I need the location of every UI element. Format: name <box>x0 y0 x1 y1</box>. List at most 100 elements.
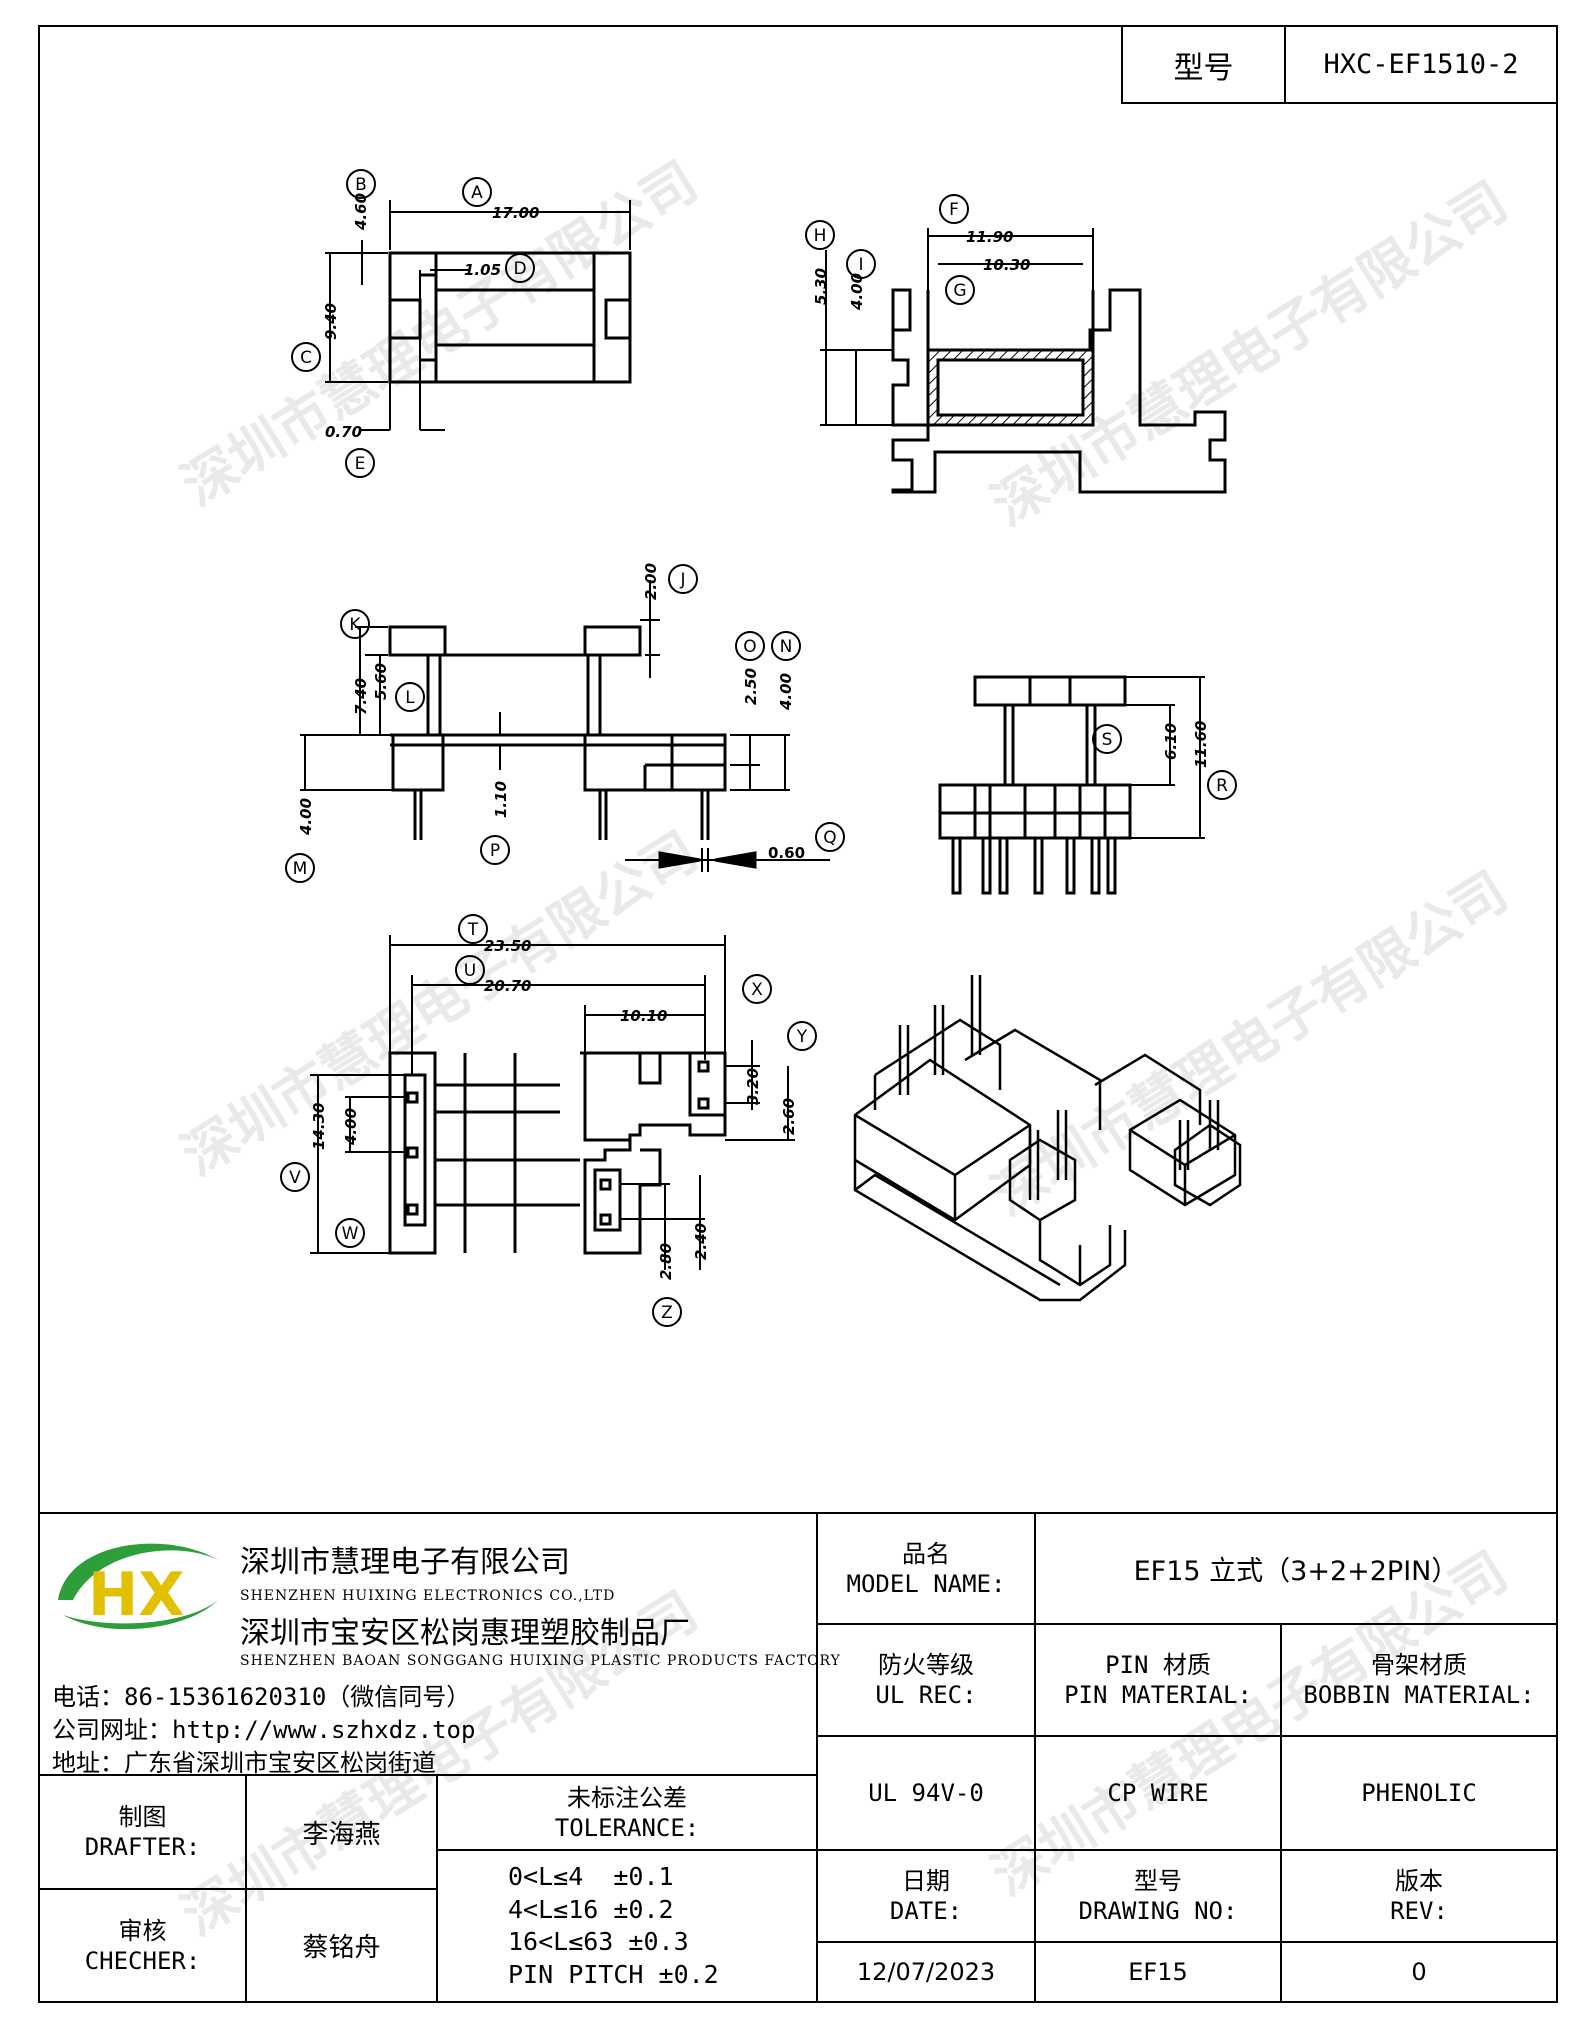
date-label-cn: 日期 <box>902 1867 950 1895</box>
date-label-en: DATE: <box>889 1897 963 1925</box>
dim-Y: 2.60 <box>780 1098 798 1135</box>
bobbin-value-cell: PHENOLIC <box>1280 1735 1558 1851</box>
svg-text:A: A <box>471 183 483 203</box>
dim-U: 20.70 <box>484 977 531 995</box>
model-name-value: EF15 立式（3+2+2PIN） <box>1133 1556 1459 1587</box>
top-view <box>325 200 632 431</box>
dim-I: 4.00 <box>848 273 866 311</box>
dim-D: 1.05 <box>464 261 501 279</box>
drawing-no-label-cn: 型号 <box>1134 1867 1182 1895</box>
header-model-value-cell: HXC-EF1510-2 <box>1284 25 1558 104</box>
svg-text:E: E <box>355 454 366 474</box>
tolerance-line: 0<L≤4 ±0.1 <box>508 1862 674 1891</box>
svg-text:V: V <box>289 1168 301 1188</box>
svg-text:M: M <box>293 859 308 879</box>
callout-circles <box>280 169 1237 1327</box>
date-value: 12/07/2023 <box>856 1958 996 1986</box>
svg-text:D: D <box>513 259 526 279</box>
svg-text:X: X <box>751 980 763 1000</box>
bottom-view <box>310 935 795 1270</box>
checker-value-cell: 蔡铭舟 <box>245 1888 438 2003</box>
pin-label-cell: PIN 材质 PIN MATERIAL: <box>1034 1623 1282 1737</box>
rev-value-cell: 0 <box>1280 1941 1558 2003</box>
dim-M: 4.00 <box>297 798 315 836</box>
svg-text:T: T <box>467 920 479 940</box>
dim-Z2: 2.40 <box>692 1223 710 1260</box>
company-phone: 电话：86-15361620310（微信同号） <box>52 1683 471 1711</box>
model-name-label-cn: 品名 <box>902 1539 950 1568</box>
tolerance-line: 4<L≤16 ±0.2 <box>508 1894 674 1924</box>
pin-value-cell: CP WIRE <box>1034 1735 1282 1851</box>
ul-label-en: UL REC: <box>875 1681 977 1709</box>
side-section-view <box>820 228 1227 494</box>
factory-name-en: SHENZHEN BAOAN SONGGANG HUIXING PLASTIC … <box>240 1653 841 1669</box>
checker-label-cell: 审核 CHECHER: <box>38 1888 247 2003</box>
company-logo: HX <box>58 1543 218 1630</box>
svg-text:J: J <box>679 570 685 590</box>
svg-text:Z: Z <box>661 1303 673 1323</box>
tolerance-label-cn: 未标注公差 <box>567 1783 687 1812</box>
company-website: 公司网址：http://www.szhxdz.top <box>52 1716 476 1744</box>
rev-value: 0 <box>1411 1958 1427 1986</box>
dim-X2: 10.10 <box>620 1007 667 1025</box>
drawing-no-label-cell: 型号 DRAWING NO: <box>1034 1849 1282 1943</box>
dim-O: 2.50 <box>742 668 760 705</box>
dim-S: 6.10 <box>1162 723 1180 760</box>
dim-V: 14.30 <box>310 1103 328 1150</box>
dim-E: 0.70 <box>325 423 362 441</box>
svg-text:U: U <box>464 961 476 981</box>
model-name-value-cell: EF15 立式（3+2+2PIN） <box>1034 1512 1558 1625</box>
callout-letters: A B C D E F G H I J K L M N O P Q R S T … <box>289 175 1228 1323</box>
dim-Z1: 2.80 <box>657 1243 675 1280</box>
company-address: 地址：广东省深圳市宝安区松岗街道 <box>52 1749 436 1777</box>
logo-text: HX <box>88 1560 184 1630</box>
drafter-label-cn: 制图 <box>118 1803 167 1831</box>
dim-X: 3.20 <box>744 1068 762 1105</box>
pin-label-cn: PIN 材质 <box>1105 1651 1211 1679</box>
drafter-value: 李海燕 <box>302 1819 381 1850</box>
header-model-label: 型号 <box>1173 50 1234 86</box>
dim-C: 9.40 <box>322 303 340 340</box>
tolerance-label-cell: 未标注公差 TOLERANCE: <box>436 1774 818 1851</box>
model-name-label-en: MODEL NAME: <box>846 1569 1006 1598</box>
rev-label-cell: 版本 REV: <box>1280 1849 1558 1943</box>
dim-P: 1.10 <box>492 781 510 818</box>
svg-text:P: P <box>490 841 500 861</box>
date-label-cell: 日期 DATE: <box>816 1849 1036 1943</box>
dim-Q: 0.60 <box>768 844 805 862</box>
svg-text:N: N <box>780 637 793 657</box>
pin-label-en: PIN MATERIAL: <box>1064 1681 1252 1709</box>
dim-R: 11.60 <box>1192 721 1210 768</box>
svg-text:H: H <box>814 226 827 246</box>
dim-B: 4.60 <box>352 193 370 231</box>
bobbin-label-cell: 骨架材质 BOBBIN MATERIAL: <box>1280 1623 1558 1737</box>
tolerance-values-cell: 0<L≤4 ±0.1 4<L≤16 ±0.2 16<L≤63 ±0.3 PIN … <box>436 1849 818 2003</box>
checker-label-en: CHECHER: <box>84 1946 201 1975</box>
svg-text:R: R <box>1216 776 1228 796</box>
factory-name-cn: 深圳市宝安区松岗惠理塑胶制品厂 <box>240 1616 690 1651</box>
dim-H: 5.30 <box>812 268 830 305</box>
svg-text:Q: Q <box>823 828 836 848</box>
ul-value: UL 94V-0 <box>868 1779 984 1807</box>
dim-K: 7.40 <box>352 678 370 715</box>
svg-text:Y: Y <box>796 1027 808 1047</box>
dim-T: 23.50 <box>484 937 531 955</box>
model-name-label-cell: 品名 MODEL NAME: <box>816 1512 1036 1625</box>
company-name-cn: 深圳市慧理电子有限公司 <box>240 1545 570 1580</box>
rev-label-cn: 版本 <box>1395 1867 1443 1895</box>
svg-text:C: C <box>300 348 312 368</box>
tolerance-line: 16<L≤63 ±0.3 <box>508 1927 689 1956</box>
svg-text:O: O <box>743 637 756 657</box>
drawing-no-label-en: DRAWING NO: <box>1078 1897 1238 1925</box>
header-model-label-cell: 型号 <box>1121 25 1286 104</box>
svg-text:F: F <box>949 200 959 220</box>
company-name-en: SHENZHEN HUIXING ELECTRONICS CO.,LTD <box>240 1588 616 1604</box>
dim-A: 17.00 <box>492 204 539 222</box>
dim-F: 11.90 <box>966 228 1013 246</box>
rev-label-en: REV: <box>1390 1897 1448 1925</box>
bobbin-label-cn: 骨架材质 <box>1371 1651 1467 1679</box>
date-value-cell: 12/07/2023 <box>816 1941 1036 2003</box>
dim-W: 4.00 <box>342 1108 360 1146</box>
ul-label-cell: 防火等级 UL REC: <box>816 1623 1036 1737</box>
ul-value-cell: UL 94V-0 <box>816 1735 1036 1851</box>
